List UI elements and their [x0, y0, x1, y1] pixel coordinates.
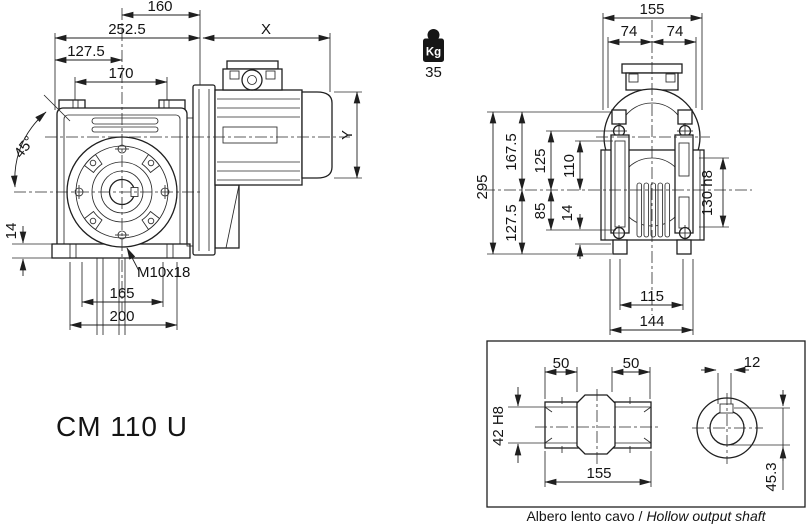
dim-155-side-label: 155 — [639, 1, 664, 18]
weight-icon: Kg 35 — [423, 29, 444, 81]
motor-rear-cap — [301, 91, 333, 179]
terminal-box — [222, 68, 283, 91]
dim-295-label: 295 — [474, 174, 491, 199]
motor-flange — [192, 84, 216, 256]
dim-125-label: 125 — [532, 148, 549, 173]
dim-45deg-label: 45° — [11, 133, 38, 161]
dim-115-label: 115 — [640, 288, 664, 305]
dim-127-5-side-label: 127.5 — [503, 204, 520, 242]
dim-42-h8-label: 42 H8 — [490, 406, 507, 446]
dim-160-label: 160 — [147, 0, 172, 15]
detail-border — [486, 340, 806, 508]
caption-italian: Albero lento cavo / — [526, 508, 642, 524]
motor-nameplate — [222, 126, 278, 144]
dim-74-right-label: 74 — [667, 23, 684, 40]
dim-167-5-label: 167.5 — [503, 133, 520, 171]
hollow-shaft-side-view — [535, 389, 661, 464]
weight-unit-label: Kg — [426, 47, 441, 59]
shaft-detail-box: 50 50 42 H8 155 12 45.3 Albero lento cav… — [486, 340, 806, 524]
keyway-slot — [719, 403, 734, 414]
thread-callout-label: M10x18 — [137, 264, 190, 281]
dim-14-left-label: 14 — [3, 223, 20, 240]
dim-127-5-label: 127.5 — [67, 43, 105, 60]
side-view-body — [600, 63, 705, 255]
shaft-hub — [576, 394, 616, 455]
dim-12-label: 12 — [744, 354, 761, 371]
detail-caption: Albero lento cavo /Hollow output shaft — [526, 508, 766, 524]
dim-165-label: 165 — [109, 285, 134, 302]
dim-74-left-label: 74 — [621, 23, 638, 40]
side-view-centerlines — [483, 20, 752, 315]
side-view-dimensions: 155 74 74 295 167.5 127.5 125 85 110 — [474, 1, 729, 335]
side-view: 155 74 74 295 167.5 127.5 125 85 110 — [474, 1, 752, 335]
motor — [186, 60, 333, 256]
dim-x-label: X — [261, 21, 271, 38]
dim-200-label: 200 — [109, 308, 134, 325]
dim-155-shaft-label: 155 — [586, 465, 611, 482]
front-view: 160 252.5 X 127.5 170 Y 45° 14 — [3, 0, 362, 335]
dim-130-h8-label: 130 h8 — [699, 170, 716, 216]
dim-45-3-label: 45.3 — [763, 462, 780, 491]
dim-85-label: 85 — [532, 203, 549, 220]
dim-14-side-label: 14 — [559, 205, 576, 222]
dim-144-label: 144 — [639, 313, 664, 330]
dim-170-label: 170 — [108, 65, 133, 82]
model-title: CM 110 U — [56, 411, 188, 442]
dim-252-5-label: 252.5 — [108, 21, 146, 38]
shaft-detail-dimensions: 50 50 42 H8 155 12 45.3 — [490, 354, 790, 492]
hollow-shaft-end-view — [692, 393, 763, 464]
dim-y-label: Y — [339, 130, 356, 140]
weight-value-label: 35 — [425, 64, 442, 81]
dim-50-left-label: 50 — [553, 355, 570, 372]
caption-english: Hollow output shaft — [646, 508, 766, 524]
dim-110-label: 110 — [561, 154, 578, 178]
dim-50-right-label: 50 — [623, 355, 640, 372]
front-view-dimensions: 160 252.5 X 127.5 170 Y 45° 14 — [3, 0, 362, 335]
cable-gland — [241, 69, 263, 91]
